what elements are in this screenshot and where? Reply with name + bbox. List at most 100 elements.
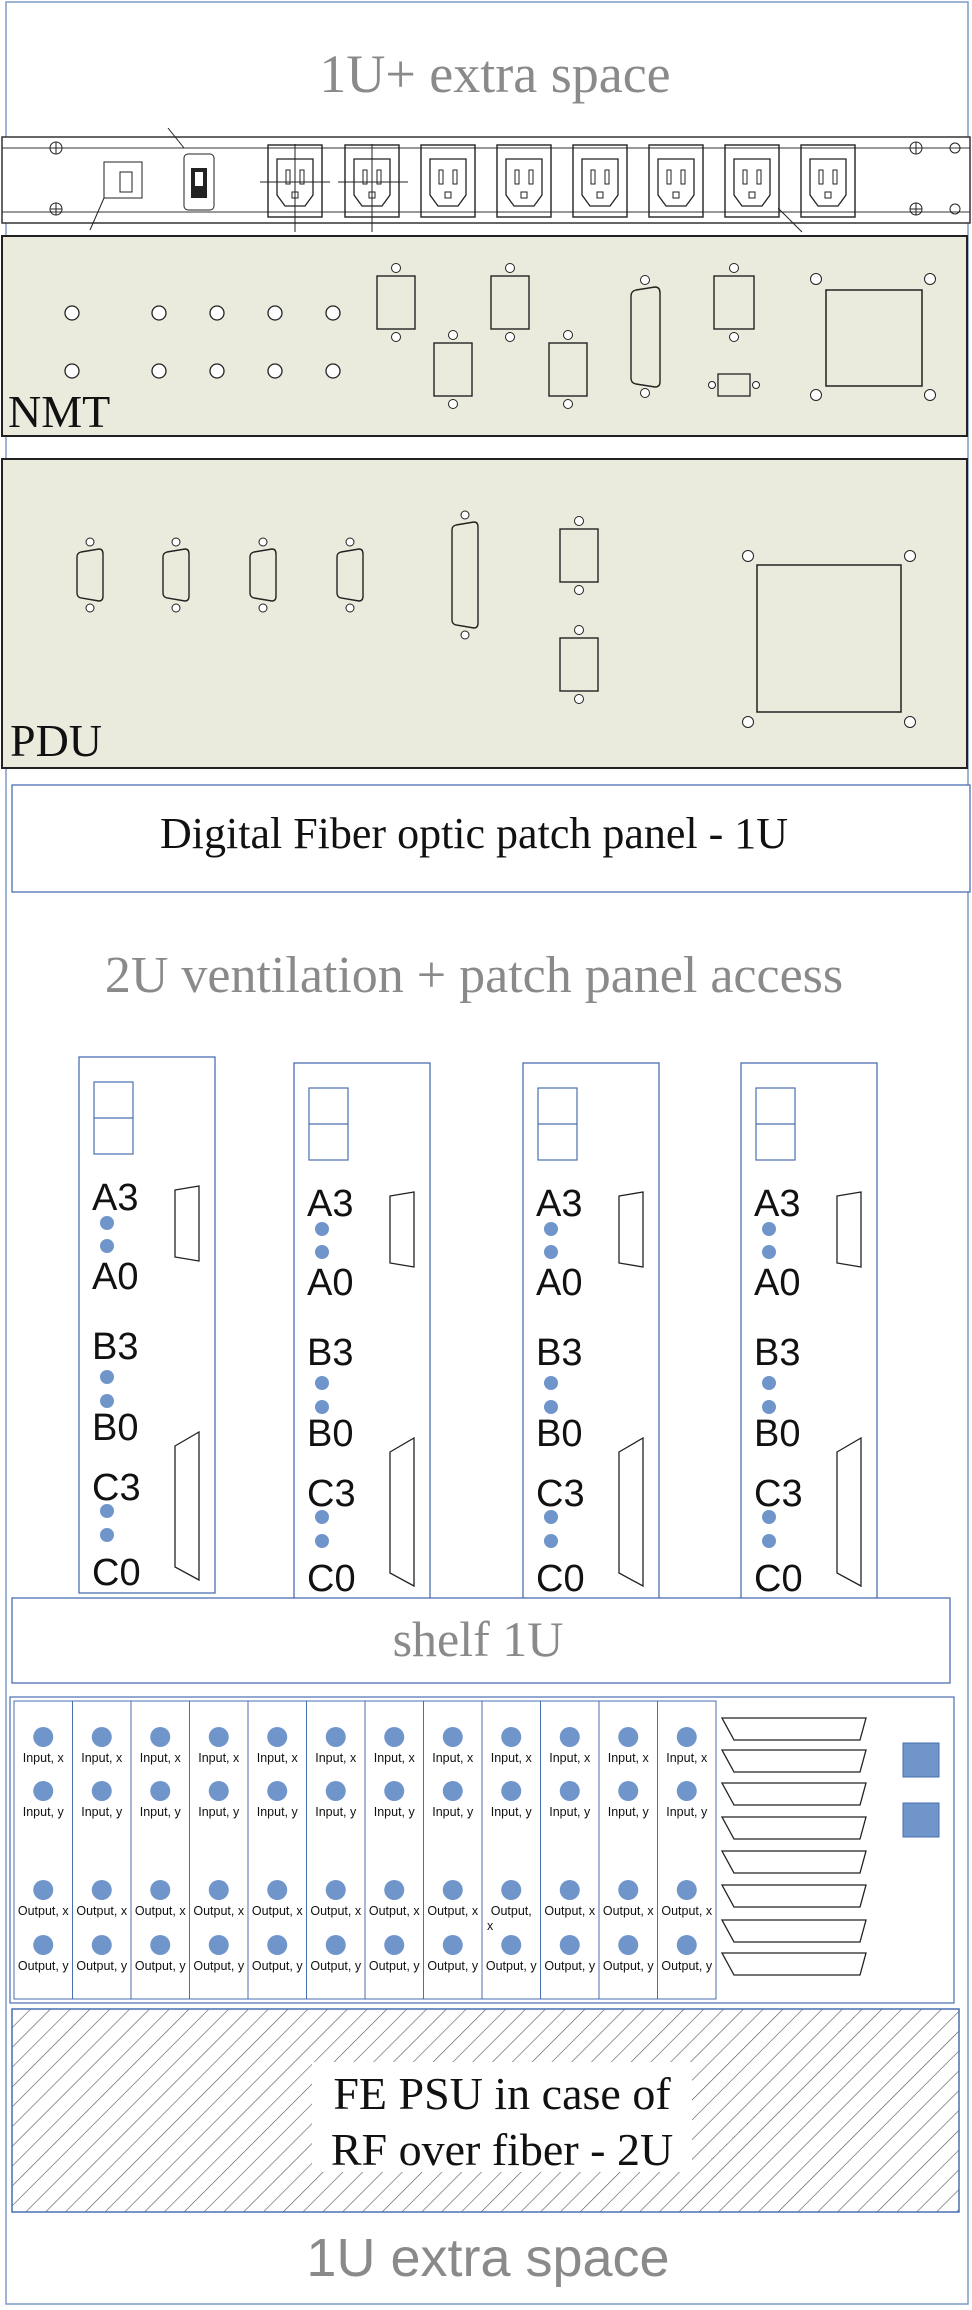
card-led: [315, 1534, 329, 1548]
card-label: A0: [307, 1262, 353, 1304]
input-x-port: [208, 1727, 229, 1747]
card-led: [544, 1510, 558, 1524]
fiber-panel-label: Digital Fiber optic patch panel - 1U: [160, 809, 788, 858]
card-label: B0: [754, 1413, 800, 1455]
card-label: C0: [307, 1558, 356, 1600]
nmt-panel: NMT: [1, 235, 968, 437]
power-outlet-icon: [648, 144, 704, 218]
output-y-port-label: Output, y: [252, 1959, 303, 1973]
mount-hole: [209, 305, 225, 321]
card-label: C3: [307, 1473, 356, 1515]
input-y-port-label: Input, y: [549, 1805, 591, 1819]
input-y-port: [150, 1781, 171, 1801]
pdu-dsub-connector: [249, 537, 277, 613]
card-large-trapezoid: [836, 1436, 862, 1588]
input-y-port: [208, 1781, 229, 1801]
dsub-trapezoid: [720, 1782, 867, 1806]
output-y-port-label: Output, y: [427, 1959, 478, 1973]
card-led: [100, 1239, 114, 1253]
input-x-port: [501, 1727, 522, 1747]
pdu-dsub-connector: [162, 537, 190, 613]
card-label: B3: [92, 1326, 138, 1368]
power-outlet-icon: [800, 144, 856, 218]
mount-hole: [325, 305, 341, 321]
card-led: [762, 1400, 776, 1414]
mount-hole: [151, 305, 167, 321]
nmt-large-connector: [810, 273, 936, 401]
pdu-panel: PDU: [1, 458, 968, 769]
input-y-port: [384, 1781, 405, 1801]
card-small-trapezoid: [174, 1185, 200, 1262]
mount-hole: [267, 305, 283, 321]
pdu-dsub-connector: [336, 537, 364, 613]
card-large-trapezoid: [389, 1436, 415, 1588]
input-y-port-label: Input, y: [432, 1805, 474, 1819]
pdu-dsub-connector: [76, 537, 104, 613]
card-led: [762, 1376, 776, 1390]
card-led: [544, 1400, 558, 1414]
input-y-port: [559, 1781, 580, 1801]
output-y-port-label: Output, y: [193, 1959, 244, 1973]
input-x-port-label: Input, x: [198, 1751, 240, 1765]
output-y-port-label: Output, y: [661, 1959, 712, 1973]
card-label: A3: [92, 1177, 138, 1219]
card-label: C0: [536, 1558, 585, 1600]
input-y-port-label: Input, y: [140, 1805, 182, 1819]
input-y-port: [33, 1781, 54, 1801]
card-label: C0: [92, 1552, 141, 1594]
card-led: [100, 1528, 114, 1542]
card-led: [315, 1400, 329, 1414]
psu-label-line1: FE PSU in case of: [333, 2068, 671, 2119]
dsub-trapezoid: [720, 1717, 867, 1741]
crosshair-marker: [260, 144, 330, 232]
card-led: [315, 1222, 329, 1236]
output-x-port: [150, 1880, 171, 1900]
output-y-port: [91, 1935, 112, 1955]
input-x-port-label: Input, x: [491, 1751, 533, 1765]
input-x-port: [267, 1727, 288, 1747]
card-led: [762, 1510, 776, 1524]
bottom-space-label: 1U extra space: [306, 2228, 669, 2288]
output-x-port: [267, 1880, 288, 1900]
output-y-port: [442, 1935, 463, 1955]
power-outlet-icon: [724, 144, 780, 218]
card-label: A0: [536, 1262, 582, 1304]
power-outlet-icon: [420, 144, 476, 218]
output-x-port: [91, 1880, 112, 1900]
output-x-port-label: Output, x: [193, 1904, 244, 1918]
card-led: [544, 1245, 558, 1259]
nmt-connector: [433, 330, 473, 409]
input-y-port-label: Input, y: [81, 1805, 123, 1819]
output-y-port: [208, 1935, 229, 1955]
card-label: B0: [92, 1407, 138, 1449]
output-y-port: [384, 1935, 405, 1955]
output-y-port: [501, 1935, 522, 1955]
input-x-port-label: Input, x: [666, 1751, 708, 1765]
card-label: C0: [754, 1558, 803, 1600]
output-y-port-label: Output, y: [369, 1959, 420, 1973]
status-square: [902, 1802, 940, 1838]
fiber-patch-panel: [11, 784, 971, 893]
card-large-trapezoid: [174, 1430, 200, 1582]
output-y-port-label: Output, y: [603, 1959, 654, 1973]
mount-hole: [151, 363, 167, 379]
input-y-port: [267, 1781, 288, 1801]
input-y-port-label: Input, y: [491, 1805, 533, 1819]
card-label: A0: [754, 1262, 800, 1304]
mount-hole: [209, 363, 225, 379]
status-square: [902, 1742, 940, 1778]
card-led: [762, 1245, 776, 1259]
output-y-port-label: Output, y: [18, 1959, 69, 1973]
card-led: [100, 1216, 114, 1230]
output-x-port-label: Output,: [491, 1904, 532, 1918]
pdu-label: PDU: [10, 715, 102, 766]
input-y-port-label: Input, y: [23, 1805, 65, 1819]
